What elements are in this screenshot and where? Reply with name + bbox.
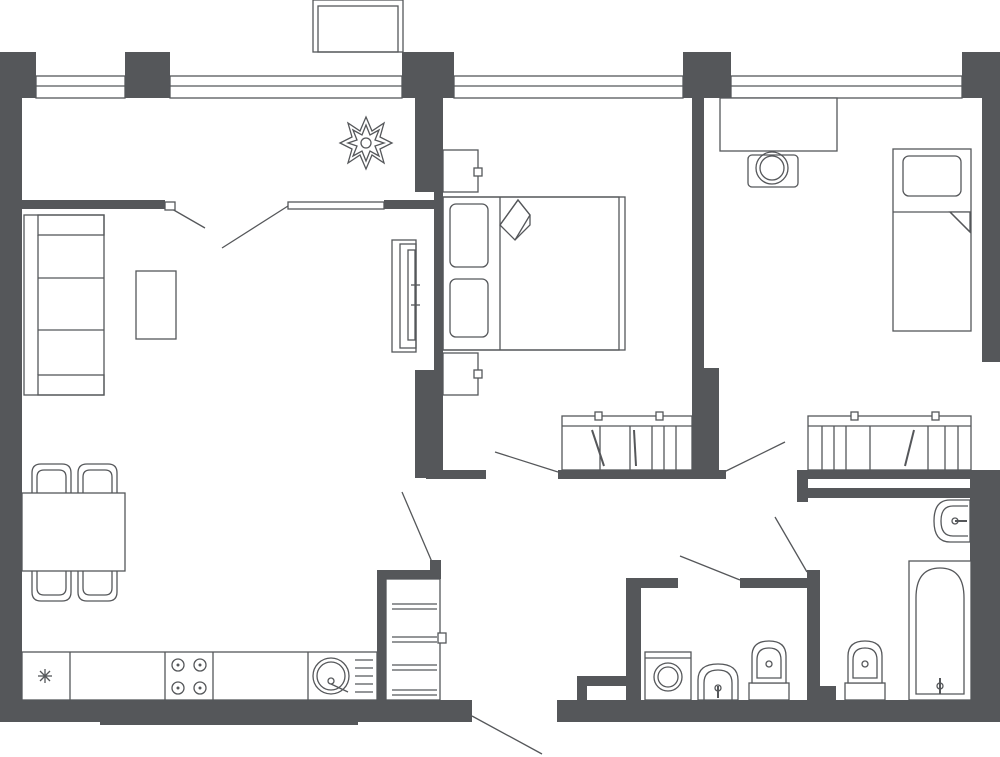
wall-living-entry-right [384, 200, 434, 209]
balcony-door-icon [312, 0, 404, 53]
wall-closet-left [377, 570, 386, 705]
wall-top-pier-3 [683, 52, 731, 98]
wall-exterior-right [982, 52, 1000, 362]
door-swing-icon [679, 555, 741, 581]
door-swing-icon [164, 201, 206, 229]
wall-bedroom2-stub [797, 470, 808, 502]
window-icon [169, 75, 403, 99]
window-icon [35, 75, 126, 99]
window-icon [730, 75, 963, 99]
fridge-icon [38, 669, 52, 683]
desk-icon [719, 97, 838, 152]
door-swing-icon [774, 516, 808, 573]
door-swing-icon [471, 715, 543, 755]
sofa-icon [23, 214, 105, 396]
windows [35, 0, 963, 99]
wall-wc-bath-divider [807, 570, 820, 708]
nightstand-icon [442, 352, 483, 396]
wall-top-pier-1 [125, 52, 170, 98]
towel-radiator-icon [385, 578, 447, 701]
door-swing-icon [401, 491, 433, 563]
walls [0, 52, 1000, 725]
toilet-laundry [644, 640, 790, 701]
double-bed-icon [442, 196, 626, 351]
single-bed-icon [892, 148, 972, 332]
wall-wc-top-left [626, 578, 678, 588]
sink-icon [697, 663, 739, 701]
bathtub-icon [908, 560, 972, 701]
living-kitchen [21, 115, 420, 701]
tv-unit-icon [391, 239, 420, 353]
coffee-table-icon [135, 270, 177, 340]
wall-wc-step-left [577, 676, 587, 706]
washing-machine-icon [644, 651, 692, 701]
doors [164, 201, 808, 755]
wall-bottom-left-thick [100, 700, 358, 725]
door-swing-icon [221, 201, 385, 249]
wall-bedroom1-bottom-left [426, 470, 486, 479]
wardrobe-icon [807, 411, 972, 471]
chair-icon [31, 463, 72, 493]
chair-icon [77, 463, 118, 493]
chair-icon [31, 571, 72, 602]
wall-bath-top [797, 488, 1000, 498]
wall-bedroom2-bottom [797, 470, 1000, 479]
chair-icon [77, 571, 118, 602]
door-swing-icon [494, 451, 559, 473]
wall-bottom-right [557, 700, 1000, 722]
nightstand-icon [442, 149, 483, 193]
chair-icon [747, 151, 799, 188]
wall-bedroom1-bottom-right [558, 470, 726, 479]
door-swing-icon [723, 441, 786, 473]
sink-icon [933, 499, 971, 543]
bedroom-double [442, 149, 693, 471]
sink-icon [312, 657, 373, 695]
toilet-icon [748, 640, 790, 701]
wardrobe-icon [561, 411, 693, 471]
wall-partition-1-mid [434, 98, 443, 398]
wall-partition-2-top [692, 98, 704, 368]
wall-partition-2-bottom [692, 368, 719, 472]
wall-closet-top [377, 570, 440, 579]
wall-closet-post [430, 560, 441, 579]
wall-wc-step-top [577, 676, 627, 686]
dining-table-icon [21, 492, 126, 572]
bathroom [844, 499, 972, 701]
wall-exterior-left [0, 52, 22, 722]
wall-exterior-right-lower [970, 470, 1000, 722]
wall-bath-corner [820, 686, 836, 702]
wall-partition-1-bottom [415, 370, 443, 478]
cooktop-icon [171, 658, 207, 695]
wall-living-entry-left [22, 200, 165, 209]
wall-wc-left [626, 578, 641, 708]
window-icon [453, 75, 684, 99]
wall-top-left [0, 52, 36, 98]
bedroom-single [719, 97, 972, 471]
wall-wc-top-right [740, 578, 820, 588]
kitchen-counter [21, 651, 378, 701]
toilet-icon [844, 640, 886, 701]
plant-icon [338, 115, 394, 171]
